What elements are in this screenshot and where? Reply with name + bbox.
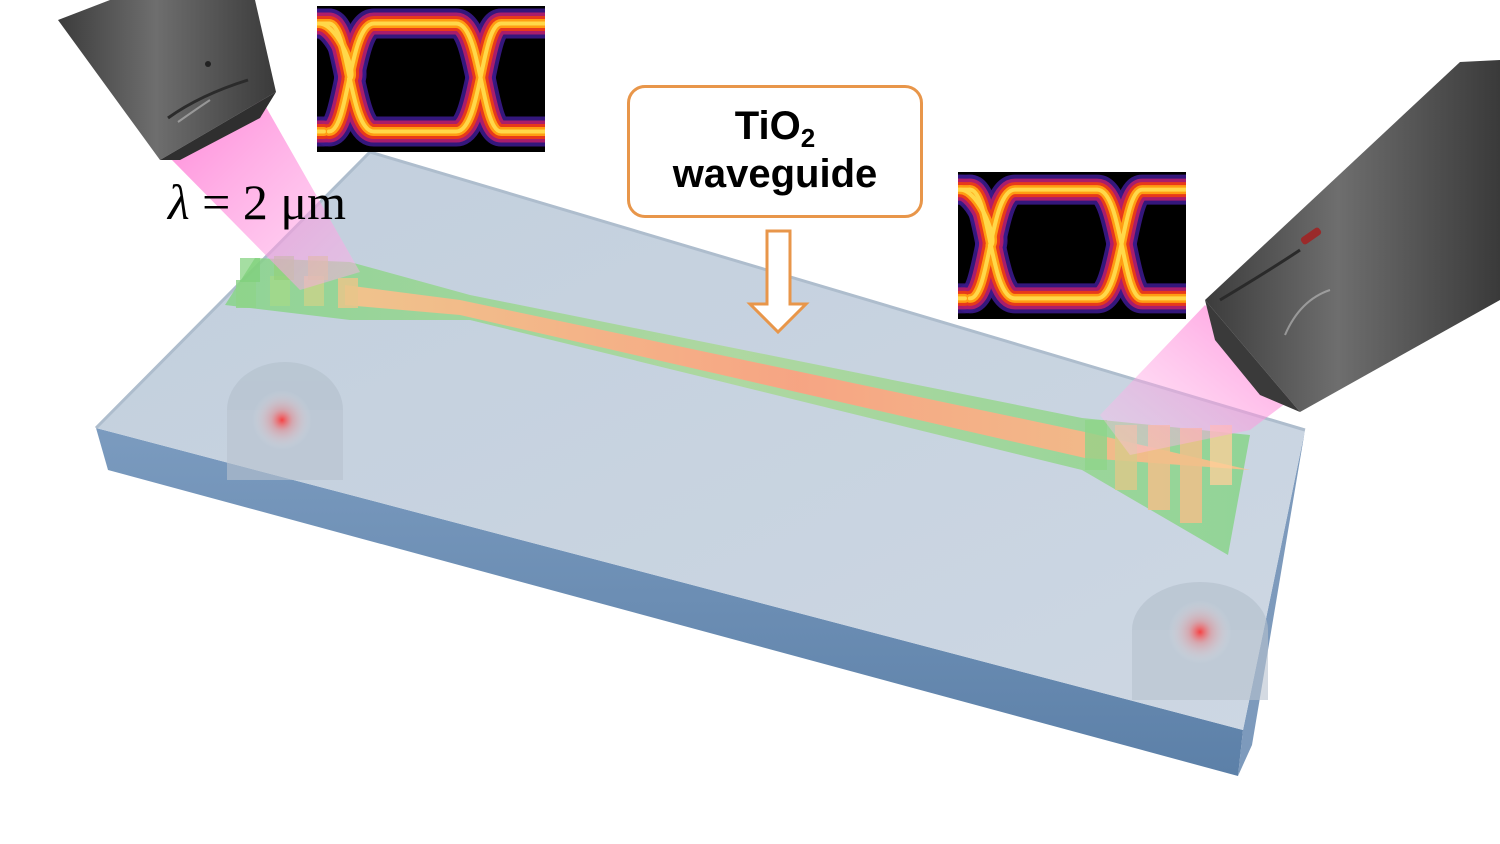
input-beam — [170, 100, 360, 290]
wavelength-label: λ = 2 μm — [168, 174, 347, 230]
eye-trace — [326, 21, 545, 134]
substrate-side-left — [96, 428, 1243, 776]
waveguide-cladding — [225, 258, 1250, 555]
reflection-spot-left — [252, 390, 312, 450]
reflection-spot-right — [1168, 600, 1232, 664]
output-beam — [1100, 305, 1290, 455]
waveguide — [225, 258, 1250, 555]
eye-trace — [967, 187, 1186, 301]
eye-diagram-input — [317, 6, 545, 152]
waveguide-core-light — [345, 285, 1250, 470]
waveguide-label: waveguide — [672, 152, 878, 196]
objective-right — [1205, 60, 1500, 412]
eye-diagram-output — [958, 172, 1186, 319]
material-label: TiO2 — [734, 104, 816, 153]
eye-trace — [326, 21, 545, 134]
waveguide-label-box: TiO2 waveguide — [627, 85, 923, 218]
eye-trace — [967, 187, 1186, 301]
substrate-edge — [94, 150, 1306, 432]
objective-left — [58, 0, 276, 160]
down-arrow-icon — [746, 229, 810, 335]
